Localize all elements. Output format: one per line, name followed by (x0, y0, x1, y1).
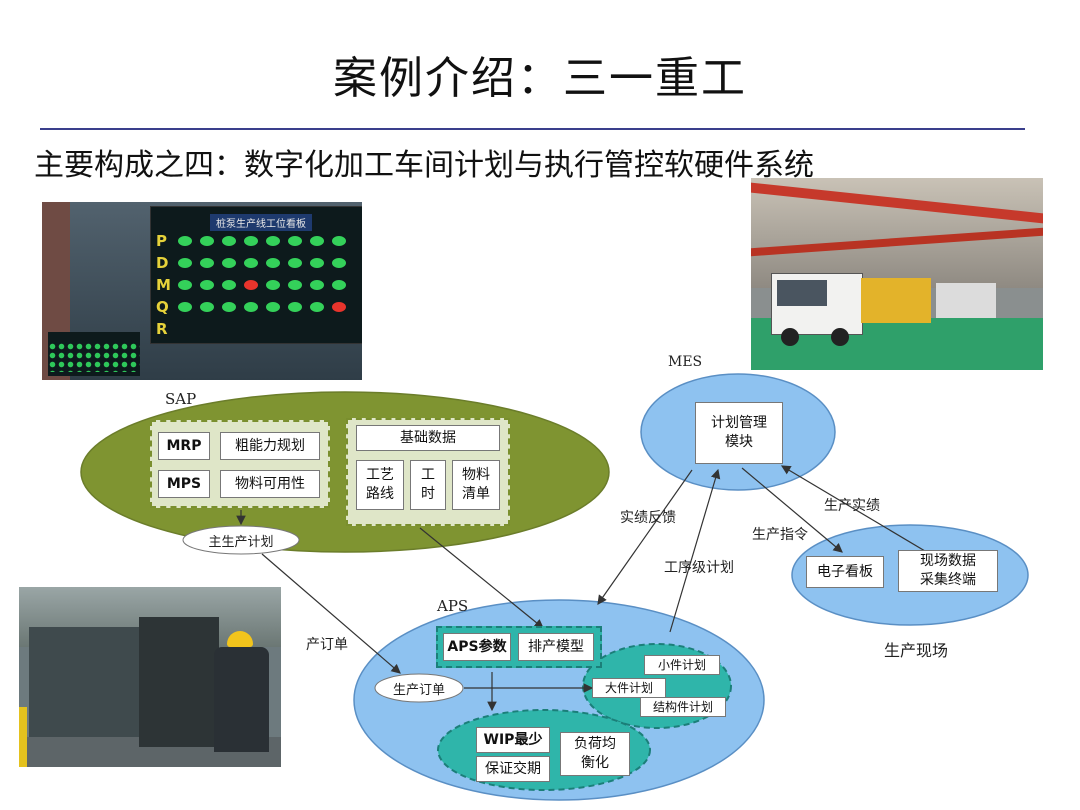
board-light (178, 236, 192, 246)
board-light (266, 302, 280, 312)
production-order-label: 生产订单 (392, 683, 445, 698)
small-part-plan-box: 小件计划 (644, 655, 720, 675)
site-label: 生产现场 (884, 641, 949, 660)
board-light (332, 258, 346, 268)
board-light (222, 258, 236, 268)
board-light (288, 236, 302, 246)
master-plan-ellipse (182, 525, 300, 555)
board-light (178, 280, 192, 290)
scheduling-model-box: 排产模型 (518, 633, 594, 661)
board-light (266, 236, 280, 246)
aps-params-box: APS参数 (443, 633, 511, 661)
board-light (310, 236, 324, 246)
board-light (332, 280, 346, 290)
mrp-box: MRP (158, 432, 210, 460)
feedback-arrow-label: 实绩反馈 (620, 510, 676, 526)
board-light (266, 280, 280, 290)
factory-line-photo (751, 178, 1043, 370)
board-light (332, 302, 346, 312)
board-light (200, 236, 214, 246)
board-light (244, 258, 258, 268)
wip-min-box: WIP最少 (476, 727, 550, 753)
board-light (332, 236, 346, 246)
large-part-plan-box: 大件计划 (592, 678, 666, 698)
load-balance-box: 负荷均 衡化 (560, 732, 630, 776)
electronic-board-box: 电子看板 (806, 556, 884, 588)
page-subtitle: 主要构成之四：数字化加工车间计划与执行管控软硬件系统 (34, 148, 814, 183)
board-light (310, 302, 324, 312)
board-light (222, 280, 236, 290)
board-title: 桩泵生产线工位看板 (210, 214, 312, 231)
order-ellipse (374, 673, 464, 703)
aps-label: APS (437, 597, 469, 615)
base-data-box: 基础数据 (356, 425, 500, 451)
bom-box: 物料 清单 (452, 460, 500, 510)
page-title: 案例介绍：三一重工 (333, 53, 747, 104)
board-indicator-lights (178, 236, 358, 336)
board-row-label: P (156, 232, 167, 250)
board-light (200, 280, 214, 290)
process-plan-arrow-label: 工序级计划 (664, 560, 734, 576)
board-light (310, 258, 324, 268)
board-light (178, 302, 192, 312)
operator-photo (19, 587, 281, 767)
actual-arrow-label: 生产实绩 (824, 498, 880, 514)
data-terminal-box: 现场数据 采集终端 (898, 550, 998, 592)
material-availability-box: 物料可用性 (220, 470, 320, 498)
process-route-box: 工艺 路线 (356, 460, 404, 510)
mes-label: MES (668, 354, 703, 370)
board-row-label: M (156, 276, 171, 294)
board-light (288, 258, 302, 268)
board-row-label: D (156, 254, 169, 272)
master-plan-label: 主生产计划 (208, 535, 274, 550)
board-light (288, 280, 302, 290)
board-row-label: Q (156, 298, 169, 316)
board-light (244, 236, 258, 246)
board-light (310, 280, 324, 290)
board-light (288, 302, 302, 312)
board-light (244, 280, 258, 290)
board-light (200, 302, 214, 312)
board-light (222, 236, 236, 246)
instruction-arrow-label: 生产指令 (752, 527, 808, 543)
board-light (178, 258, 192, 268)
board-light (222, 302, 236, 312)
board-rows: P D M Q R (156, 230, 172, 340)
work-hours-box: 工 时 (410, 460, 446, 510)
on-time-delivery-box: 保证交期 (476, 756, 550, 782)
board-light (266, 258, 280, 268)
mps-box: MPS (158, 470, 210, 498)
rough-capacity-box: 粗能力规划 (220, 432, 320, 460)
title-divider (40, 128, 1025, 130)
board-light (200, 258, 214, 268)
order-arrow-label: 产订单 (306, 637, 348, 653)
structural-part-plan-box: 结构件计划 (640, 697, 726, 717)
board-row-label: R (156, 320, 168, 338)
sap-label: SAP (165, 390, 197, 408)
board-light (244, 302, 258, 312)
plan-management-module-box: 计划管理 模块 (695, 402, 783, 464)
led-board-photo: 桩泵生产线工位看板 P D M Q R (42, 202, 362, 380)
